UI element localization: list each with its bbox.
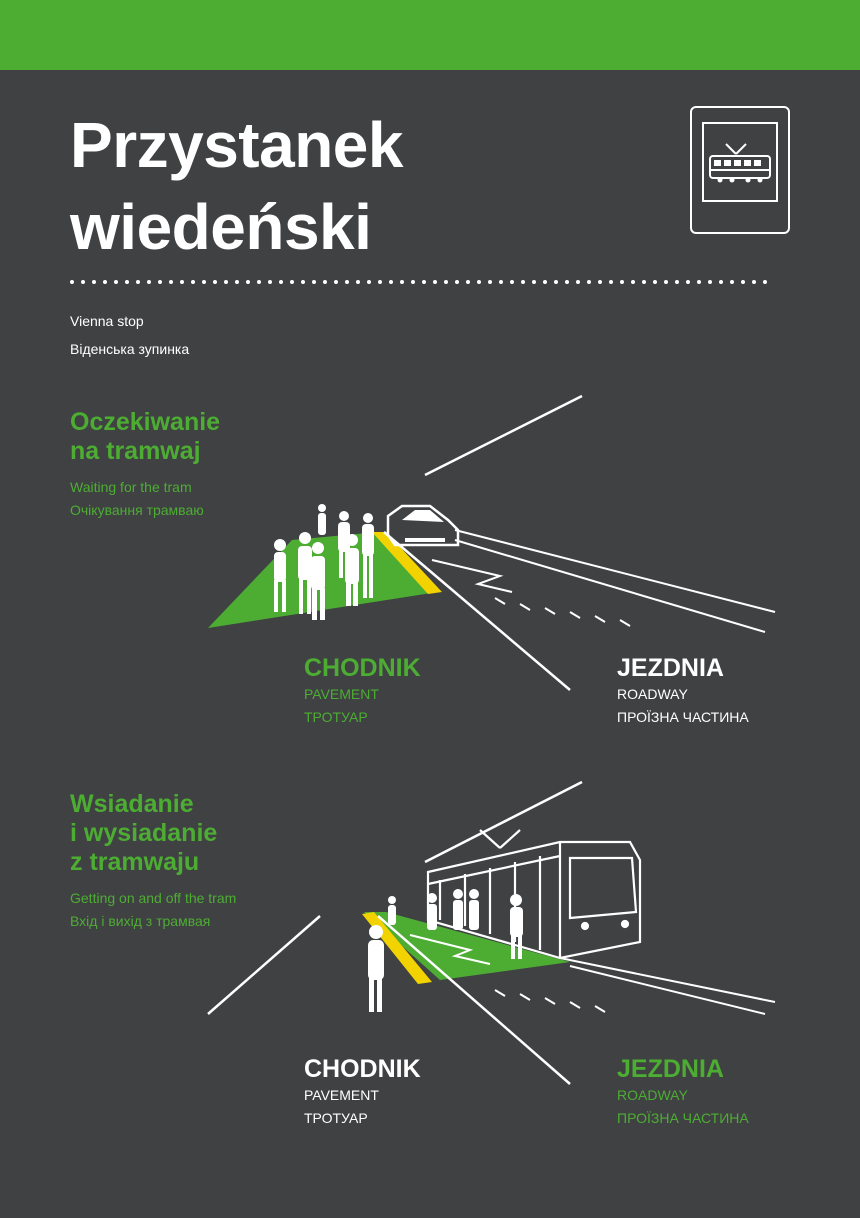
section1-sub-ukrainian: Очікування трамваю [70,502,204,518]
section2-title-line-1: Wsiadanie [70,790,194,818]
section2-subtitle: Getting on and off the tram Вхід і вихід… [70,887,236,933]
horizon-line [424,394,583,477]
horizon-line-2 [424,780,583,864]
title-line-2: wiedeński [70,191,372,263]
section1-roadway-label: JEZDNIA ROADWAY ПРОЇЗНА ЧАСТИНА [617,653,749,729]
section1-subtitle: Waiting for the tram Очікування трамваю [70,476,204,522]
section1-title-line-2: na tramwaj [70,437,201,465]
pedestrian-icon-2 [368,889,523,1012]
section2-sub-english: Getting on and off the tram [70,890,237,906]
car-icon [386,504,460,547]
section2-pavement-label: CHODNIK PAVEMENT ТРОТУАР [304,1054,421,1130]
section1-sub-english: Waiting for the tram [70,479,192,495]
section1-title: Oczekiwanie na tramwaj [70,408,220,466]
pavement-edge-line [207,915,321,1015]
section2-title: Wsiadanie i wysiadanie z tramwaju [70,790,217,877]
top-green-bar [0,0,860,70]
roadway-english: ROADWAY [617,686,688,702]
curb-line [383,531,571,691]
pavement-english: PAVEMENT [304,686,379,702]
scene-boarding [207,780,776,1085]
sign-panel [702,122,778,202]
dotted-divider [70,280,778,284]
roadway-english-2: ROADWAY [617,1087,688,1103]
subtitle-english: Vienna stop [70,313,144,329]
roadway-ukrainian-2: ПРОЇЗНА ЧАСТИНА [617,1110,749,1126]
page-title: Przystanek wiedeński [70,104,403,268]
roadway-title-2: JEZDNIA [617,1055,724,1083]
scene-waiting [208,394,776,691]
zigzag [409,934,491,965]
tram-stop-sign-icon [690,106,790,234]
curb-line-2 [377,915,571,1085]
roadway-ukrainian: ПРОЇЗНА ЧАСТИНА [617,709,749,725]
pavement-title-2: CHODNIK [304,1055,421,1083]
section2-title-line-3: z tramwaju [70,848,200,876]
pavement-title: CHODNIK [304,654,421,682]
section2-title-line-2: i wysiadanie [70,819,218,847]
roadway-title: JEZDNIA [617,654,724,682]
section2-sub-ukrainian: Вхід і вихід з трамвая [70,913,211,929]
pedestrian-icon [274,504,374,620]
pavement-ukrainian-2: ТРОТУАР [304,1110,368,1126]
section1-pavement-label: CHODNIK PAVEMENT ТРОТУАР [304,653,421,729]
section1-title-line-1: Oczekiwanie [70,408,221,436]
curb-strip [372,532,442,594]
boarding-area [364,912,570,980]
section2-roadway-label: JEZDNIA ROADWAY ПРОЇЗНА ЧАСТИНА [617,1054,749,1130]
tram-icon [709,143,771,183]
pavement-english-2: PAVEMENT [304,1087,379,1103]
subtitle-ukrainian: Віденська зупинка [70,341,190,357]
road-lines [431,529,776,633]
title-line-1: Przystanek [70,109,403,181]
road-lines-2 [494,957,776,1015]
pavement-ukrainian: ТРОТУАР [304,709,368,725]
